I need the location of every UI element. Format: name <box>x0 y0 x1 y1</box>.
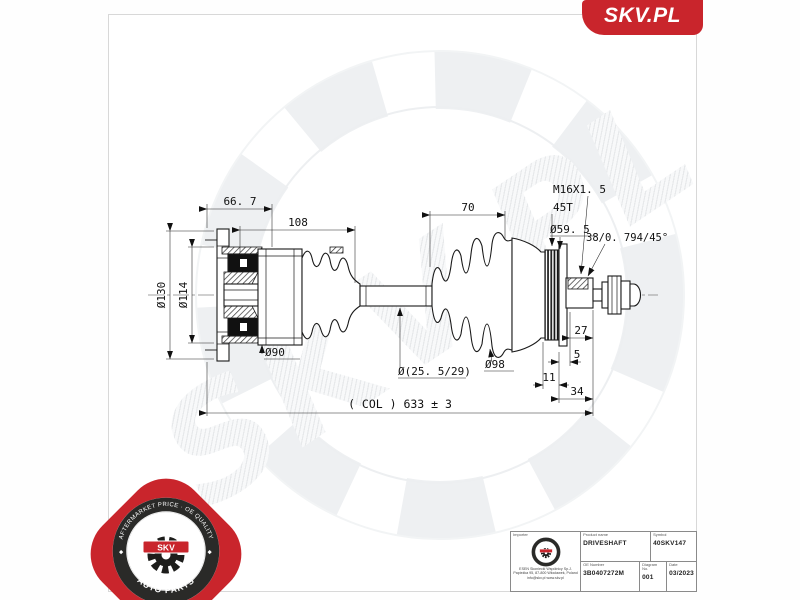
boot-clamp <box>329 246 344 254</box>
title-block-fields: Product name DRIVESHAFT Symbol 40SKV147 … <box>581 532 696 591</box>
dia-90: Ø90 <box>265 346 285 359</box>
title-block: Importer ESEN Skoniecki Wspólnicy Sp.J. … <box>510 531 697 592</box>
date-label: Date <box>669 562 678 567</box>
dimension-lines <box>166 195 606 416</box>
badge-separator-left: ◆ <box>119 550 124 556</box>
dim-27: 27 <box>574 324 587 337</box>
importer-logo <box>531 537 561 567</box>
date-cell: Date 03/2023 <box>667 562 696 591</box>
overall-length: ( COL ) 633 ± 3 <box>348 397 452 411</box>
symbol-label: Symbol <box>653 532 667 537</box>
oe-number-label: OE Number <box>583 562 605 567</box>
oe-number-value: 3B0407272M <box>583 570 625 577</box>
oe-number-cell: OE Number 3B0407272M <box>581 562 641 591</box>
shaft-dia: Ø(25. 5/29) <box>398 365 471 378</box>
inner-housing <box>257 248 303 346</box>
dia-130: Ø130 <box>155 282 168 309</box>
product-name-label: Product name <box>583 532 608 537</box>
badge-gear-icon: SKV <box>142 536 190 574</box>
symbol-value: 40SKV147 <box>653 540 687 547</box>
dim-34: 34 <box>570 385 584 398</box>
product-name-value: DRIVESHAFT <box>583 540 627 547</box>
spline-dia-label: Ø59. 5 <box>550 223 590 236</box>
chamfer-label: 38/0. 794/45° <box>586 232 668 244</box>
spline-ring <box>544 249 560 341</box>
stub-shaft <box>558 243 641 347</box>
date-value: 03/2023 <box>669 570 694 577</box>
dim-66-7: 66. 7 <box>223 195 256 208</box>
brand-logo-text: SKV.PL <box>604 4 681 27</box>
product-name-cell: Product name DRIVESHAFT <box>581 532 652 561</box>
importer-cell: Importer ESEN Skoniecki Wspólnicy Sp.J. … <box>511 532 582 591</box>
inner-boot <box>301 250 361 340</box>
dim-70: 70 <box>461 201 474 214</box>
badge-ring <box>112 497 220 600</box>
dim-5: 5 <box>574 348 581 361</box>
brand-logo: SKV.PL <box>582 0 703 35</box>
dia-114: Ø114 <box>177 281 190 308</box>
importer-label: Importer <box>513 532 528 537</box>
dim-108: 108 <box>288 216 308 229</box>
badge-separator-right: ◆ <box>208 550 213 556</box>
shaft <box>359 285 433 307</box>
driveshaft-part <box>205 228 641 362</box>
quality-badge: AFTERMARKET PRICE · OE QUALITY AUTO PART… <box>112 497 220 600</box>
outer-boot <box>431 232 513 358</box>
importer-company-line2: Papieżka 95, 87-800 Włocławek, Poland <box>513 571 578 576</box>
diagram-no-cell: Diagram No. 001 <box>640 562 668 591</box>
diagram-no-label: Diagram No. <box>642 562 658 571</box>
symbol-cell: Symbol 40SKV147 <box>651 532 696 561</box>
importer-company-line1: ESEN Skoniecki Wspólnicy Sp.J. <box>519 567 572 571</box>
inner-joint <box>221 246 263 344</box>
boot-dia: Ø98 <box>485 358 505 371</box>
dim-11: 11 <box>542 371 555 384</box>
spline-teeth-label: 45T <box>553 201 573 214</box>
diagram-no-value: 001 <box>642 574 654 581</box>
thread-label: M16X1. 5 <box>553 183 606 196</box>
importer-company-line3: info@skv.pl www.skv.pl <box>527 575 564 580</box>
badge-center-label: SKV <box>157 543 175 553</box>
outer-joint <box>511 237 546 353</box>
dimension-texts: 66. 7 108 70 M16X1. 5 45T Ø59. 5 38/0. 7… <box>155 183 668 411</box>
